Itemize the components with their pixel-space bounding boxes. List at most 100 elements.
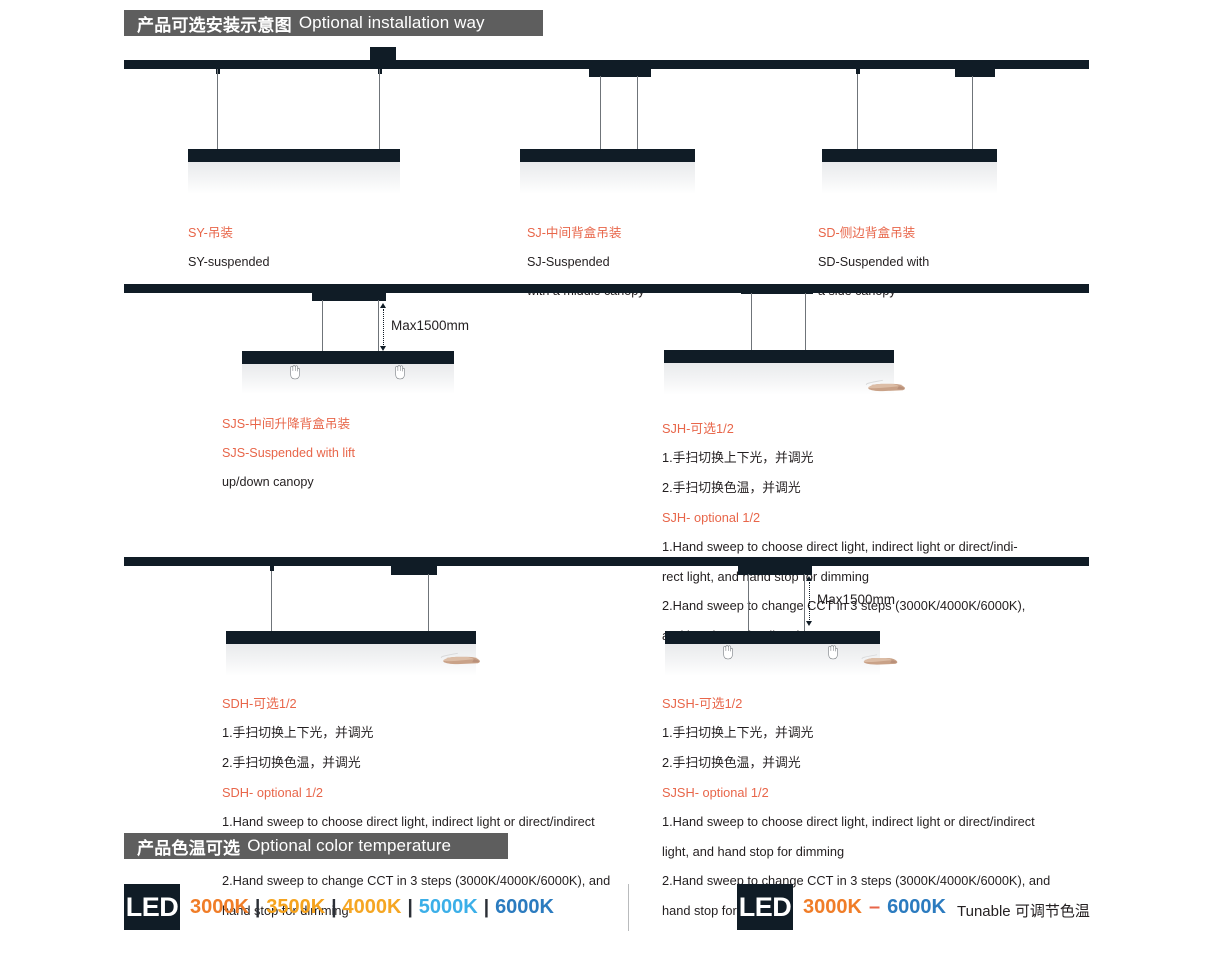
cable-sd-right [972,76,973,151]
cct-value-5000k: 5000K [418,896,478,918]
light-cone-sd [822,162,997,194]
caption-sjsh-cn-2: 2.手扫切换色温，并调光 [662,754,801,770]
dim-arrow-up-sjs [380,303,386,308]
section-header-installation: 产品可选安装示意图 Optional installation way [124,10,543,36]
light-cone-sdh [226,644,476,676]
ceiling-bar-row2 [124,284,1089,293]
caption-sjsh-en-3: 2.Hand sweep to change CCT in 3 steps (3… [662,873,1051,889]
hand-up-icon-sjsh-right [828,645,838,660]
diagram-row-2: Max1500mm SJS-中间升降背盒吊装 SJS-Suspended wit… [124,284,1089,643]
caption-sjsh-cn-1: 1.手扫切换上下光，并调光 [662,725,814,741]
hand-sweep-icon-sjh [865,379,905,392]
diagram-row-3: Max1500mm SDH-可选1/2 1.手扫切换上下光，并调光 2.手扫切换… [124,557,1089,918]
cct-tunable-to: 6000K [887,896,946,918]
caption-sjh-title-en: SJH- optional 1/2 [662,509,761,525]
dim-arrow-down-sjs [380,346,386,351]
caption-sjsh-title-en: SJSH- optional 1/2 [662,784,769,800]
cable-sjs-right [378,300,379,352]
hand-sweep-icon-sjsh [861,654,898,665]
caption-sdh-cn-1: 1.手扫切换上下光，并调光 [222,725,374,741]
cct-separator-1: | [254,896,261,918]
hand-up-icon-sjs-right [395,365,405,380]
ceiling-bar-row3 [124,557,1089,566]
cct-tunable-range: 3000K – 6000K [803,896,946,919]
caption-sjs-en-2: up/down canopy [222,474,314,489]
cable-sdh-right [428,574,429,632]
caption-sd-cn: SD-侧边背盒吊装 [818,225,916,240]
light-cone-sjsh [665,644,880,676]
caption-sjh-en-3: 2.Hand sweep to change CCT in 3 steps (3… [662,598,1026,614]
light-cone-sj [520,162,695,194]
hand-up-icon-sjs-left [290,365,300,380]
cable-sy-right [379,69,380,151]
dim-label-sjsh: Max1500mm [817,592,896,607]
dim-arrow-down-sjsh [806,621,812,626]
cct-value-6000k: 6000K [495,896,554,918]
led-badge-fixed: LED [124,884,180,930]
diagram-row-1: SY-吊装 SY-suspended SJ-中间背盒吊装 SJ-Suspende… [0,0,1214,298]
caption-sjs-cn: SJS-中间升降背盒吊装 [222,416,351,431]
caption-sdh-cn-2: 2.手扫切换色温，并调光 [222,754,361,770]
caption-sjsh-en-1: 1.Hand sweep to choose direct light, ind… [662,814,1035,830]
canopy-middle-sj [589,69,651,77]
cable-nub-sdh-left [270,564,274,571]
luminaire-sjs [242,351,454,364]
light-cone-sjh [664,363,894,395]
light-cone-sy [188,162,400,194]
canopy-lift-sjs [312,293,386,301]
caption-sy: SY-吊装 SY-suspended [188,211,269,284]
cct-separator-2: | [331,896,337,918]
caption-sjh-title-cn: SJH-可选1/2 [662,420,734,436]
canopy-side-sdh [391,566,437,575]
luminaire-sjsh [665,631,880,644]
cable-sd-left [857,69,858,151]
luminaire-sd [822,149,997,162]
light-cone-sjs [242,364,454,394]
canopy-top-sjh [741,285,813,294]
section-header-color-temperature: 产品色温可选 Optional color temperature [124,833,508,859]
caption-sjs: SJS-中间升降背盒吊装 SJS-Suspended with lift up/… [222,402,355,504]
caption-sdh-title-en: SDH- optional 1/2 [222,784,324,800]
cable-sjh-right [805,293,806,351]
caption-sy-cn: SY-吊装 [188,225,234,240]
section-title-en: Optional installation way [298,13,485,32]
cable-sjsh-right [804,574,805,632]
led-badge-tunable: LED [737,884,793,930]
dim-line-sjs [383,309,384,345]
cable-sdh-left [271,566,272,632]
cable-sy-left [217,69,218,151]
cct-value-4000k: 4000K [342,896,402,918]
dim-label-sjs: Max1500mm [391,318,470,333]
caption-sjs-en-1: SJS-Suspended with lift [222,445,356,460]
caption-sdh-en-1: 1.Hand sweep to choose direct light, ind… [222,814,595,830]
luminaire-sjh [664,350,894,363]
luminaire-sdh [226,631,476,644]
cct-tunable-from: 3000K [803,896,862,918]
led-badge-label-tunable: LED [738,891,792,922]
caption-sjh-cn-2: 2.手扫切换色温，并调光 [662,479,801,495]
luminaire-sj [520,149,695,162]
section-title-cn: 产品可选安装示意图 [137,15,292,35]
cct-separator-4: | [483,896,490,918]
cct-value-3000k: 3000K [190,896,249,918]
section2-title-en: Optional color temperature [247,836,452,855]
caption-sd-en-1: SD-Suspended with [818,254,930,269]
caption-sj-cn: SJ-中间背盒吊装 [527,225,622,240]
caption-sdh-title-cn: SDH-可选1/2 [222,695,297,711]
cct-value-3500k: 3500K [266,896,326,918]
cct-separator-3: | [407,896,413,918]
caption-sjh-en-2: rect light, and hand stop for dimming [662,568,869,584]
dim-arrow-up-sjsh [806,576,812,581]
cable-sjs-left [322,300,323,352]
cct-fixed-list: 3000K | 3500K | 4000K | 5000K | 6000K [190,896,554,919]
canopy-top-sy [370,47,396,61]
caption-sjh-en-1: 1.Hand sweep to choose direct light, ind… [662,539,1018,555]
cable-nub-sy-right [378,67,382,74]
caption-sjh-cn-1: 1.手扫切换上下光，并调光 [662,450,814,466]
caption-sj-en-1: SJ-Suspended [527,254,610,269]
cable-sj-right [637,76,638,151]
caption-sdh-en-4: hand stop for dimming [222,902,349,918]
led-badge-label-fixed: LED [125,891,179,922]
caption-sdh-en-3: 2.Hand sweep to change CCT in 3 steps (3… [222,873,611,889]
caption-sjsh-en-2: light, and hand stop for dimming [662,843,845,859]
